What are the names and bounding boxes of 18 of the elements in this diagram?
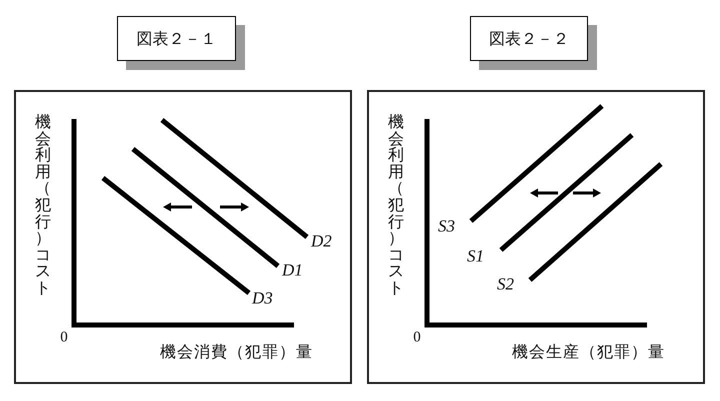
chart-panel [14,90,352,384]
axis-label: 機会利用（犯行）コスト [34,114,52,297]
curve-label: D1 [282,262,303,278]
axis-label: 機会利用（犯行）コスト [388,114,404,297]
axis-label: 機会生産（犯罪）量 [512,344,665,360]
figure-title: 図表２－１ [136,30,216,46]
title-box [117,16,236,61]
figure-title: 図表２－２ [489,30,569,46]
chart-panel [367,90,705,384]
title-box [470,16,588,61]
curve-label: S3 [438,218,455,234]
curve-label: S1 [467,248,484,264]
origin-label: 0 [413,330,421,346]
origin-label: 0 [60,330,68,346]
curve-label: S2 [497,276,514,292]
axis-label: 機会消費（犯罪）量 [160,344,313,360]
curve-label: D2 [311,232,332,250]
curve-label: D3 [252,290,273,306]
